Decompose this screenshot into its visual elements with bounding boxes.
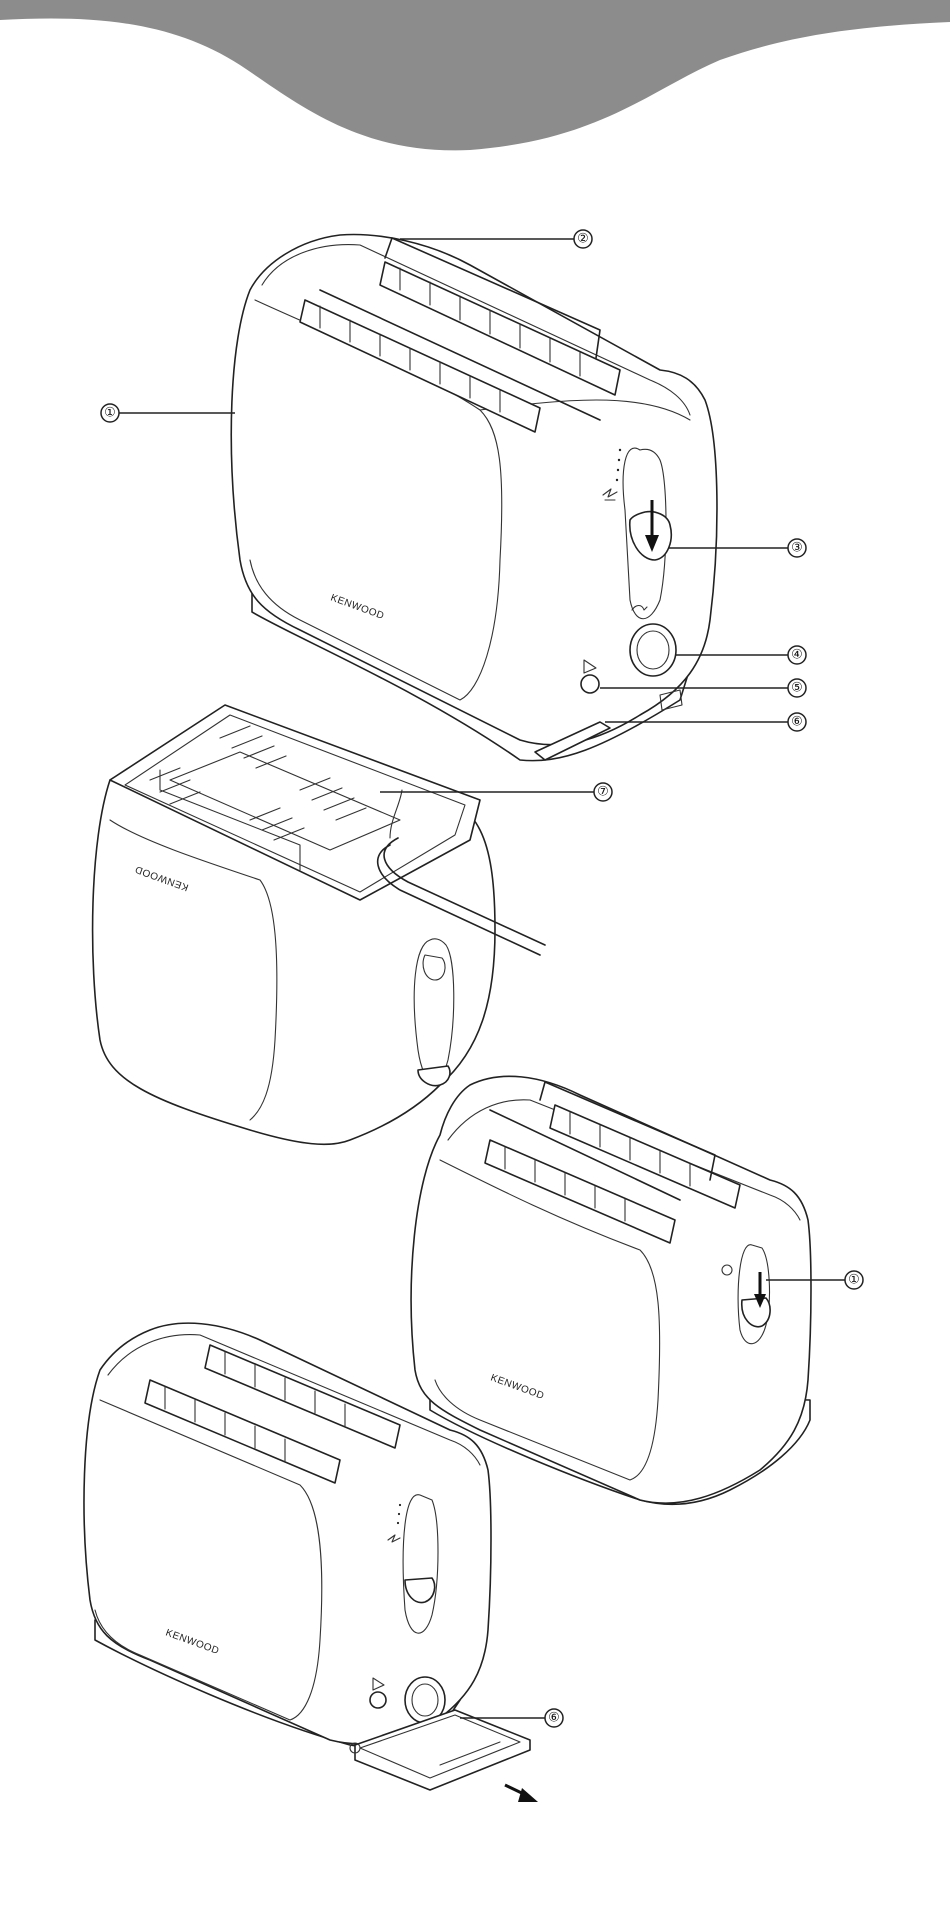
callout-label-5: ⑤ xyxy=(791,681,803,696)
cancel-button-crumb-view xyxy=(370,1692,386,1708)
callout-label-4: ④ xyxy=(791,648,803,663)
callout-label-3: ③ xyxy=(791,541,803,556)
callout-label-1: ① xyxy=(104,406,116,421)
toaster-front-view: KENWOOD xyxy=(231,235,717,761)
toaster-underside-view: KENWOOD xyxy=(93,705,545,1144)
callout-label-1b: ① xyxy=(848,1273,860,1288)
cancel-button xyxy=(581,675,599,693)
callout-label-2: ② xyxy=(577,232,589,247)
header-wave xyxy=(0,0,950,150)
callout-label-7: ⑦ xyxy=(597,785,609,800)
callout-label-6: ⑥ xyxy=(791,715,803,730)
callout-label-6b: ⑥ xyxy=(548,1711,560,1726)
